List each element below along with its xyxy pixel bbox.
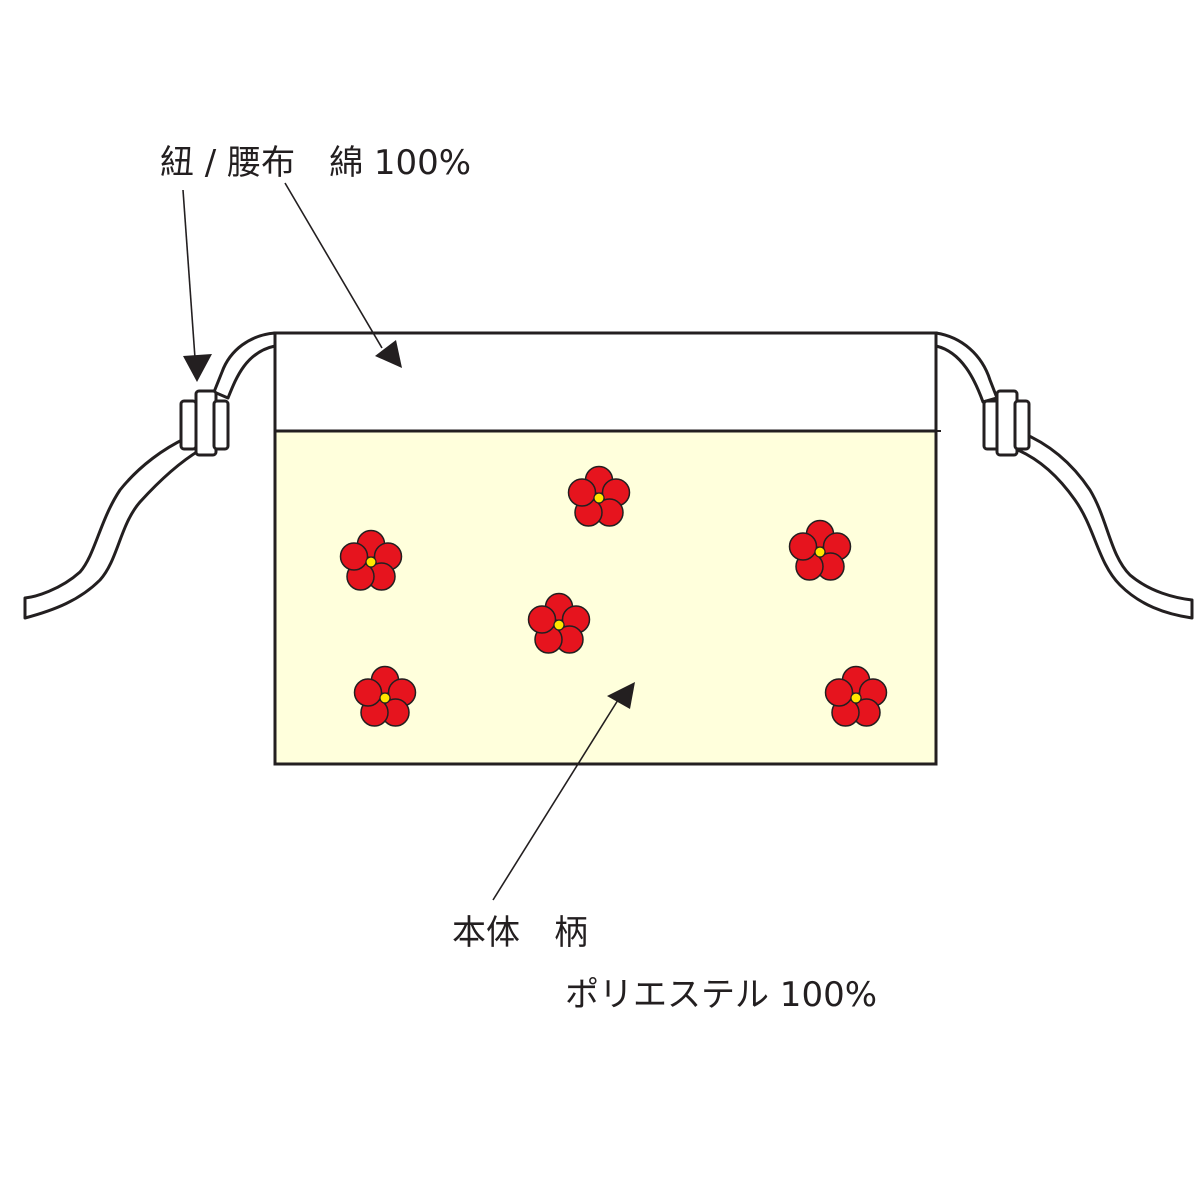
left-tie	[23, 331, 277, 620]
arrowhead-icon	[375, 340, 402, 368]
label-body-pattern: 本体 柄	[452, 913, 588, 953]
label-body-material: ポリエステル 100%	[565, 975, 878, 1015]
plum-blossom-icon	[788, 519, 852, 581]
plum-blossom-icon	[567, 465, 631, 527]
leader-waistband	[284, 182, 402, 368]
right-tie-knot	[982, 389, 1031, 457]
waistband	[273, 331, 938, 433]
arrowhead-icon	[607, 682, 635, 709]
arrowhead-icon	[183, 354, 212, 382]
leader-body	[492, 682, 635, 901]
plum-blossom-icon	[339, 529, 403, 591]
plum-blossom-icon	[824, 665, 888, 727]
plum-blossom-icon	[527, 592, 591, 654]
leader-tie	[182, 189, 212, 382]
label-ties-waistband: 紐 / 腰布 綿 100%	[160, 143, 472, 183]
left-tie-knot	[179, 389, 230, 457]
plum-blossom-icon	[353, 665, 417, 727]
plum-blossom-pattern	[339, 465, 888, 727]
right-tie	[934, 331, 1194, 620]
